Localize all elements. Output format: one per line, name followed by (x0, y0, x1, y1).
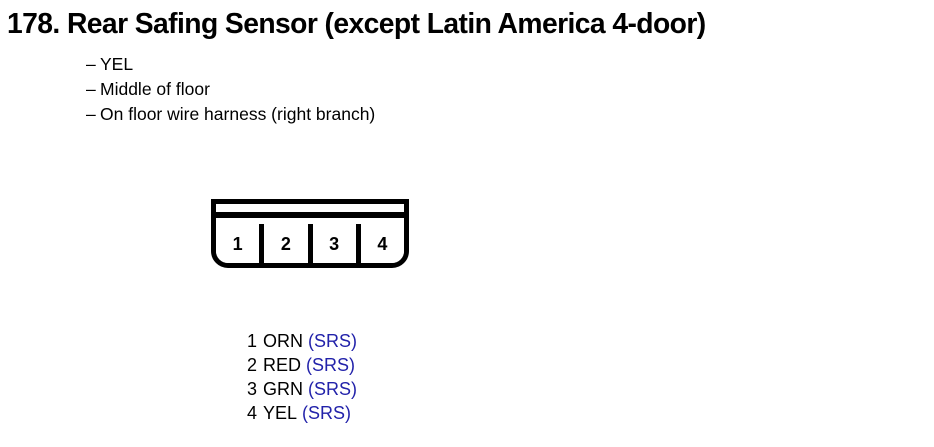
connector-pin-2: 2 (259, 224, 308, 263)
legend-pin-number: 1 (247, 331, 258, 351)
legend-wire-color: RED (263, 355, 302, 375)
dash-marker: – (86, 104, 96, 124)
legend-circuit-label: (SRS) (308, 379, 357, 399)
legend-pin-number: 3 (247, 379, 258, 399)
list-item: – YEL (86, 52, 726, 77)
list-item: – On floor wire harness (right branch) (86, 102, 726, 127)
connector-pin-1: 1 (216, 224, 260, 263)
dash-marker: – (86, 79, 96, 99)
page-title: 178. Rear Safing Sensor (except Latin Am… (7, 8, 706, 40)
legend-pin-number: 4 (247, 403, 258, 423)
connector-pin-3: 3 (307, 224, 356, 263)
connector-top-bar (216, 204, 404, 218)
list-item: – Middle of floor (86, 77, 726, 102)
legend-wire-color: ORN (263, 331, 303, 351)
legend-wire-color: YEL (263, 403, 298, 423)
dash-marker: – (86, 54, 96, 74)
connector-pin-4: 4 (355, 224, 404, 263)
spec-item-label: On floor wire harness (right branch) (100, 104, 376, 124)
legend-circuit-label: (SRS) (306, 355, 356, 375)
connector-diagram: 1 2 3 4 (211, 199, 409, 268)
connector-pin-row: 1 2 3 4 (216, 224, 404, 263)
legend-circuit-label: (SRS) (308, 331, 357, 351)
spec-item-label: YEL (100, 54, 134, 74)
legend-wire-color: GRN (263, 379, 303, 399)
spec-list: – YEL – Middle of floor – On floor wire … (86, 52, 726, 127)
legend-pin-number: 2 (247, 355, 258, 375)
spec-item-label: Middle of floor (100, 79, 210, 99)
legend-circuit-label: (SRS) (302, 403, 352, 423)
